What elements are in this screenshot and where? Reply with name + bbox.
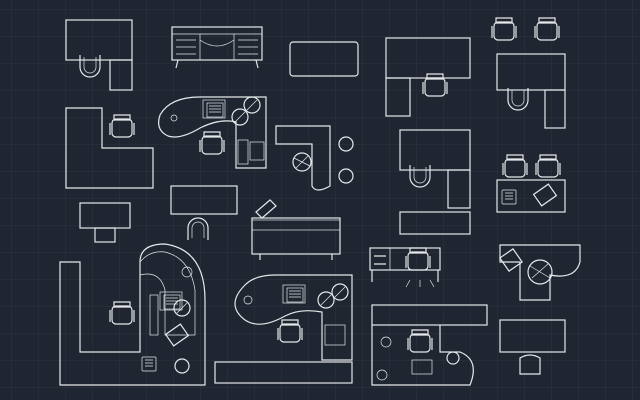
computer-desk[interactable] <box>369 247 441 288</box>
desk-with-return[interactable] <box>65 19 133 91</box>
large-curved-workstation[interactable] <box>59 243 206 386</box>
curved-workstation[interactable] <box>158 96 267 169</box>
desk-return-2[interactable] <box>399 129 471 235</box>
corner-desk[interactable] <box>275 125 354 191</box>
credenza[interactable] <box>171 26 263 69</box>
curved-workstation-2[interactable] <box>214 274 353 384</box>
corner-workstation[interactable] <box>499 244 581 301</box>
l-desk-2[interactable] <box>65 107 154 189</box>
reception-desk[interactable] <box>251 199 341 260</box>
workstation-3[interactable] <box>371 304 488 386</box>
small-desk[interactable] <box>79 202 131 243</box>
chairs-and-desk[interactable] <box>491 17 566 129</box>
table[interactable] <box>289 41 359 77</box>
small-table[interactable] <box>170 185 238 241</box>
table-2[interactable] <box>499 319 566 375</box>
meeting-desk[interactable] <box>496 154 566 213</box>
l-desk[interactable] <box>385 37 471 117</box>
